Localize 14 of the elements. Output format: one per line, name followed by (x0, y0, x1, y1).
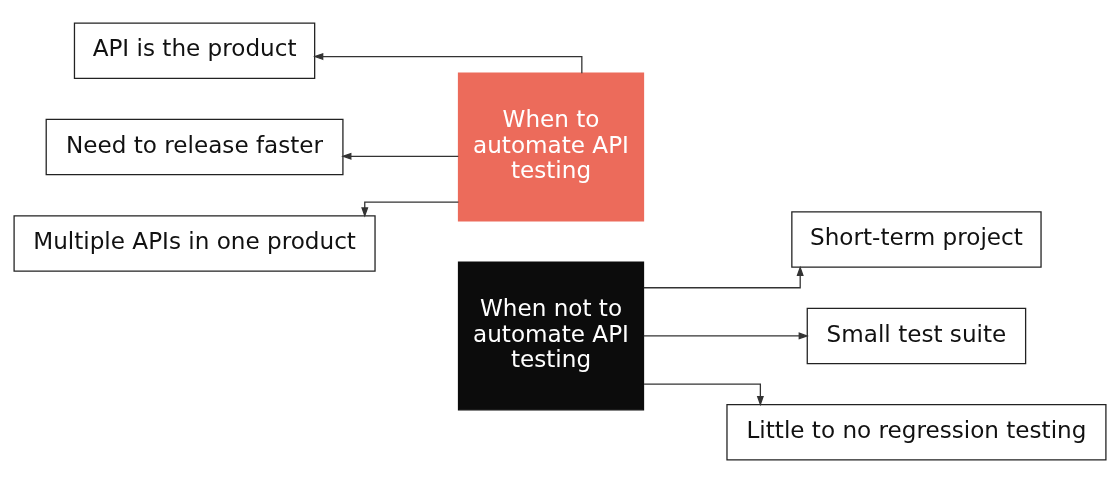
node-box: When not to automate API testing (457, 261, 645, 411)
arrow (643, 332, 809, 340)
node-box: Little to no regression testing (726, 404, 1107, 461)
node-box: Multiple APIs in one product (13, 215, 376, 272)
arrow (643, 383, 764, 407)
arrow (361, 201, 460, 218)
node-box: When to automate API testing (457, 72, 645, 222)
arrow (643, 265, 804, 289)
node-box: Short-term project (791, 211, 1042, 268)
arrow (313, 52, 583, 74)
node-box: API is the product (73, 22, 316, 79)
arrow (341, 152, 459, 160)
node-box: Need to release faster (45, 118, 344, 176)
node-box: Small test suite (806, 307, 1027, 365)
